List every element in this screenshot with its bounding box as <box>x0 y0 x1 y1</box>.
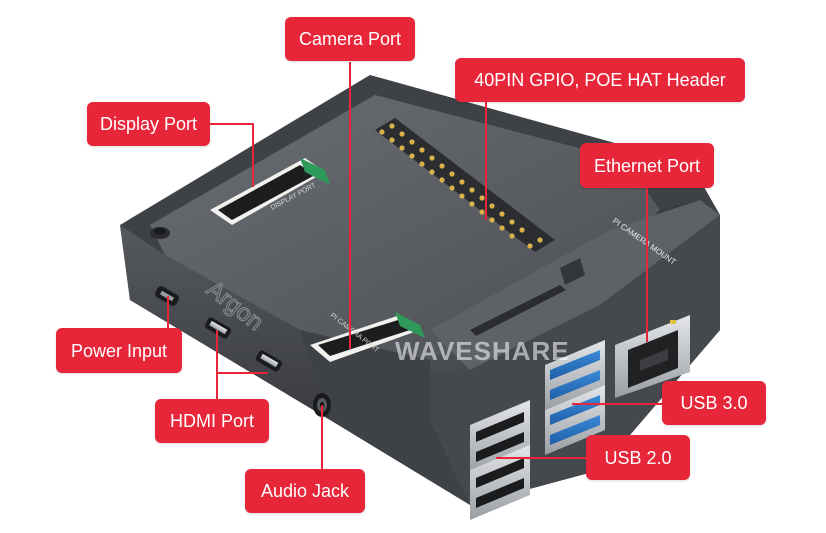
gpio-header <box>375 118 555 252</box>
power-input-label: Power Input <box>56 328 182 373</box>
watermark: WAVESHARE <box>395 336 570 366</box>
ethernet-port-leader-v <box>646 188 648 342</box>
gpio-header-label: 40PIN GPIO, POE HAT Header <box>455 58 745 102</box>
usb2-label: USB 2.0 <box>586 435 690 480</box>
audio-jack-leader <box>321 405 323 473</box>
display-port-label: Display Port <box>87 102 210 146</box>
camera-port-label: Camera Port <box>285 17 415 61</box>
display-port-leader-h <box>210 123 254 125</box>
usb3-leader <box>572 403 664 405</box>
usb3-label: USB 3.0 <box>662 381 766 425</box>
hdmi-port-2 <box>255 350 283 372</box>
audio-jack-label: Audio Jack <box>245 469 365 513</box>
usb2-ports <box>470 400 530 520</box>
screw <box>150 227 170 239</box>
hdmi-port-1 <box>204 317 232 339</box>
display-port-leader-v <box>252 123 254 187</box>
hdmi-port-label: HDMI Port <box>155 399 269 443</box>
ethernet-port-label: Ethernet Port <box>580 143 714 188</box>
usb2-leader <box>496 457 588 459</box>
gpio-header-leader <box>485 102 487 220</box>
camera-port-leader <box>349 62 351 349</box>
hdmi-port-leader-h <box>216 372 268 374</box>
hdmi-port-leader-v <box>216 330 218 420</box>
power-input-leader-v <box>167 296 169 352</box>
ethernet-port <box>615 315 690 398</box>
usb3-ports <box>545 340 605 455</box>
top-slot <box>470 258 585 336</box>
